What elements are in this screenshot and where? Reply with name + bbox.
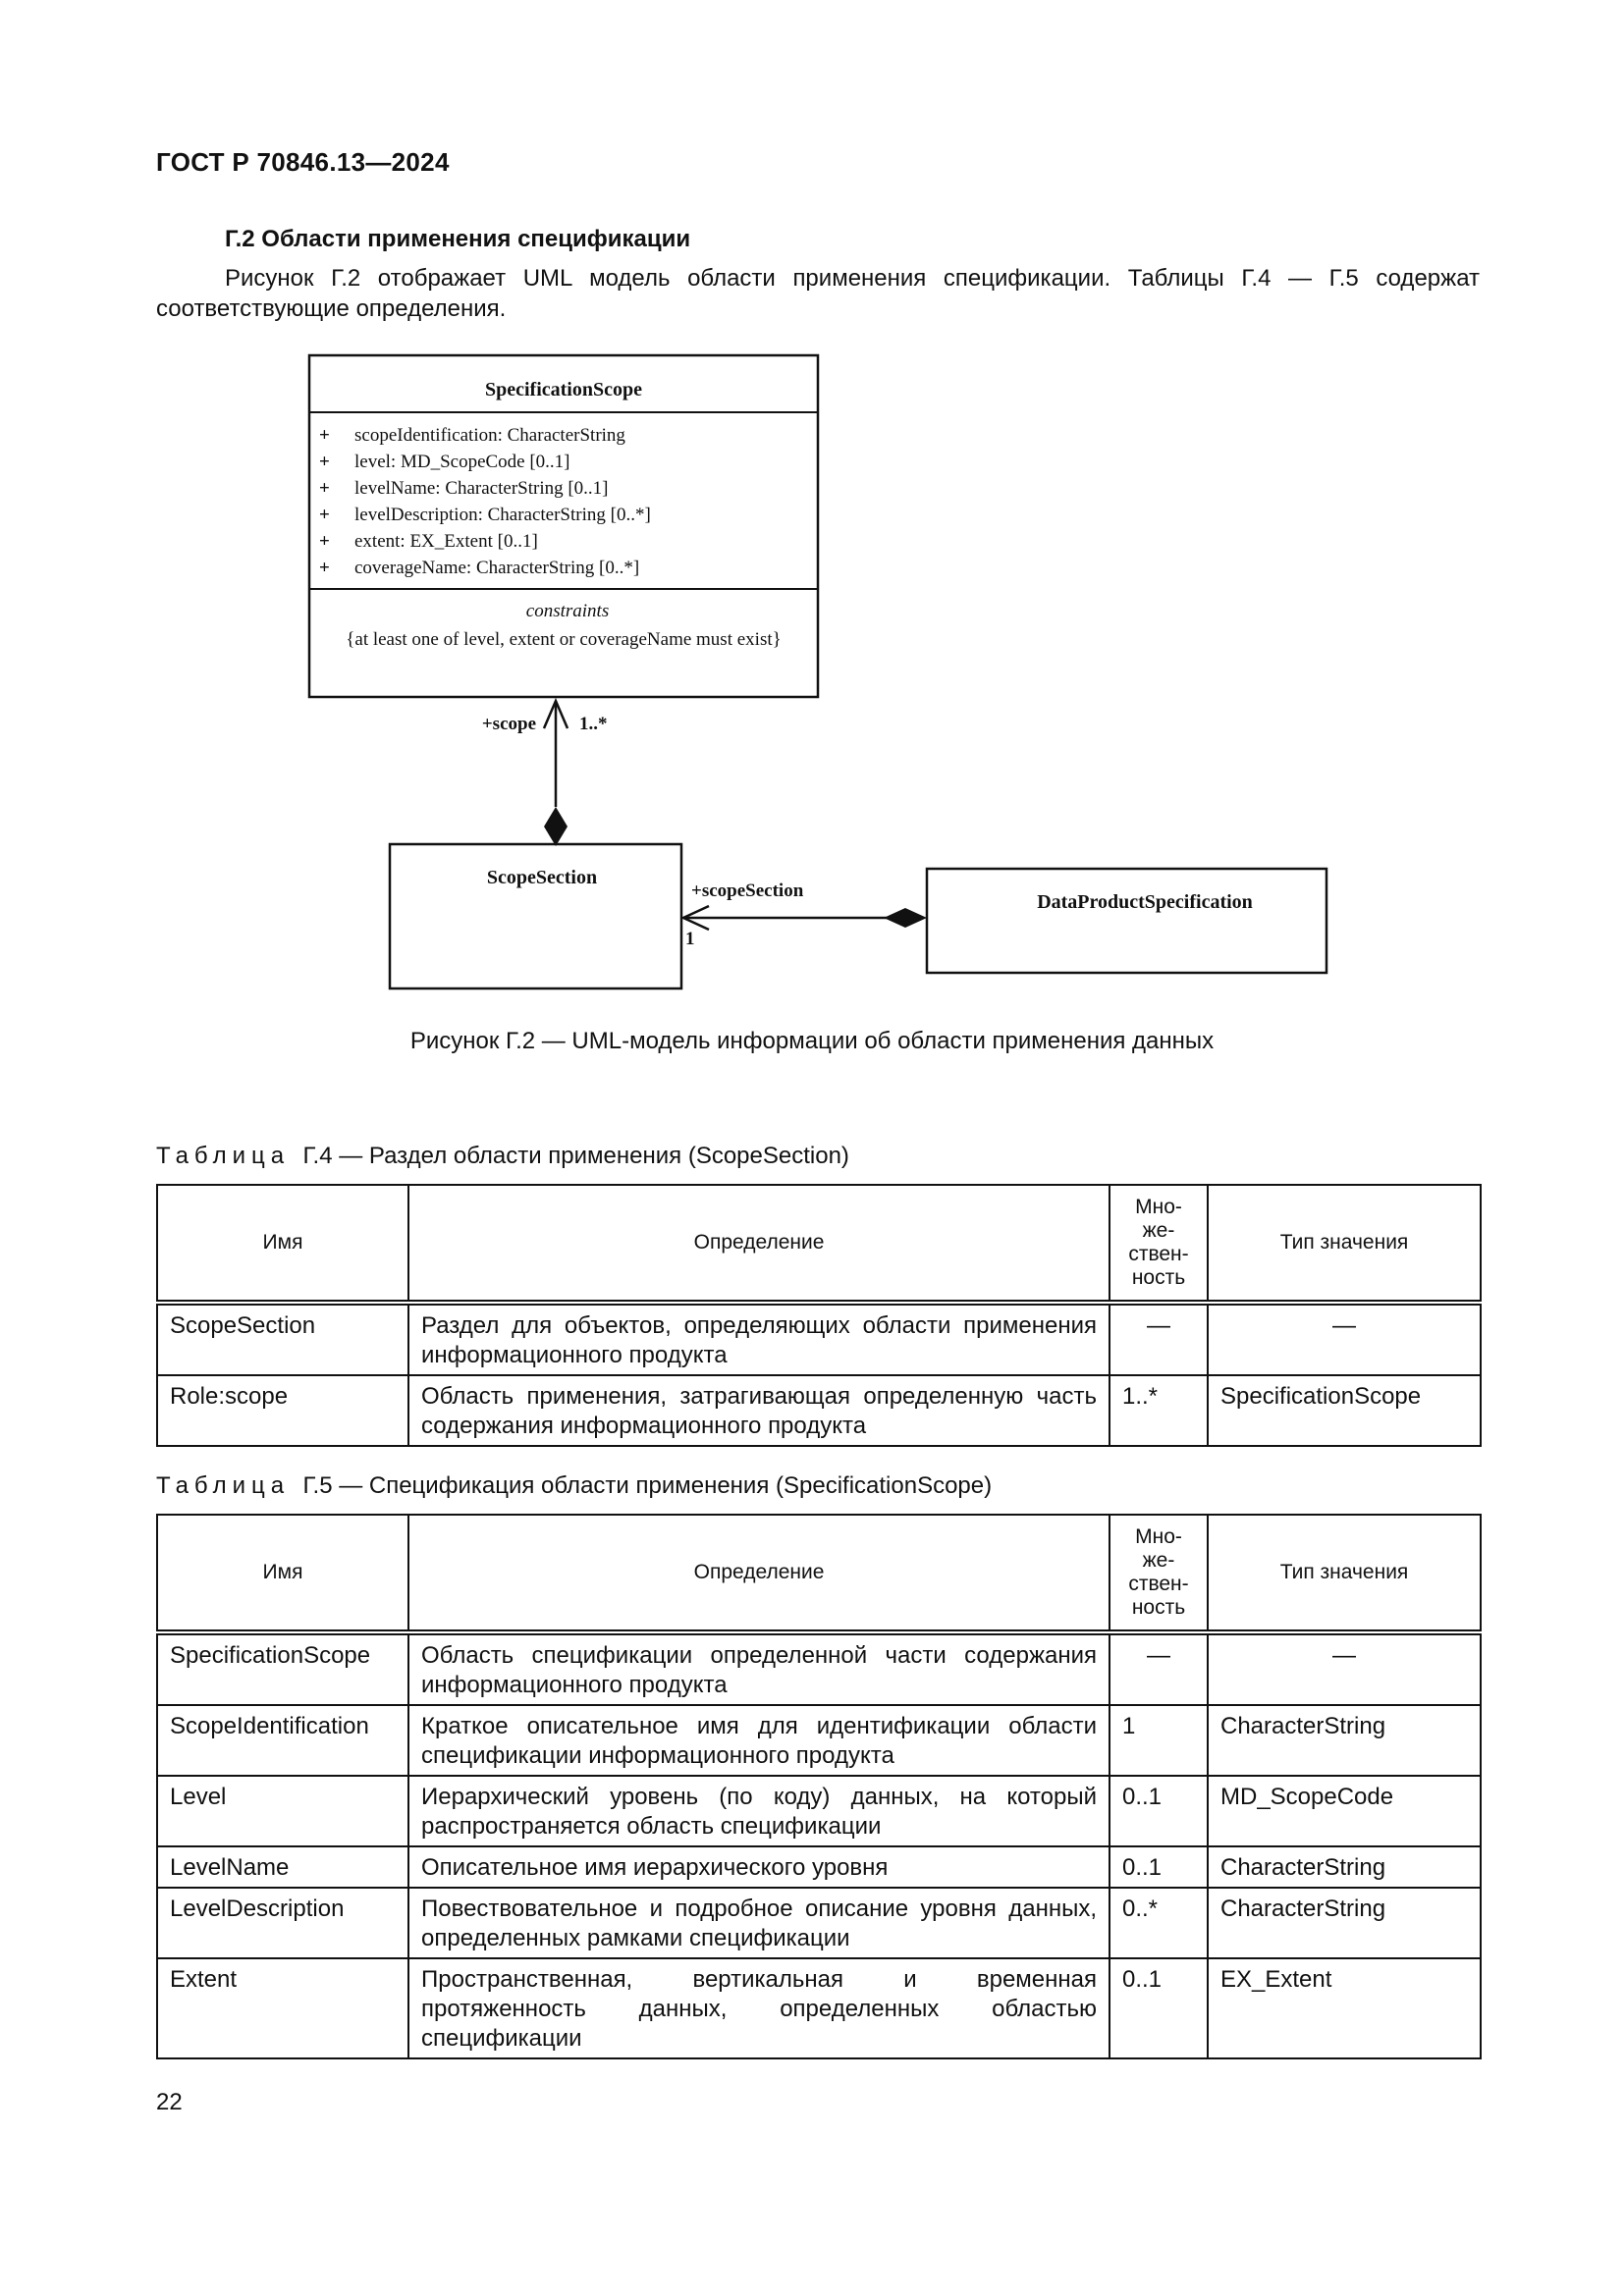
attribute-text: level: MD_ScopeCode [0..1] — [354, 452, 570, 472]
multiplicity-scope: 1..* — [579, 714, 608, 734]
table-row: Extent Пространственная, вертикальная и … — [156, 1957, 1482, 2059]
cell-name: ScopeSection — [156, 1302, 409, 1376]
table5-header-name: Имя — [156, 1514, 409, 1635]
constraints-label: constraints — [526, 601, 609, 621]
role-scope: +scope — [482, 714, 536, 734]
cell-definition: Пространственная, вертикальная и временн… — [407, 1957, 1110, 2059]
table5-caption-text: Г.5 — Спецификация области применения (S… — [302, 1472, 993, 1499]
cell-type: — — [1207, 1631, 1482, 1706]
attribute-text: scopeIdentification: CharacterString — [354, 425, 625, 446]
table-row: Level Иерархический уровень (по коду) да… — [156, 1775, 1482, 1847]
cell-multiplicity: 0..1 — [1109, 1845, 1209, 1889]
table4-header-definition: Определение — [407, 1184, 1110, 1306]
cell-definition: Область применения, затрагивающая опреде… — [407, 1374, 1110, 1447]
cell-multiplicity: 1..* — [1109, 1374, 1209, 1447]
page-number: 22 — [156, 2089, 183, 2115]
cell-multiplicity: — — [1109, 1302, 1209, 1376]
table4-caption-text: Г.4 — Раздел области применения (ScopeSe… — [302, 1143, 849, 1169]
table5: Имя Определение Мно- же- ствен- ность Ти… — [156, 1514, 1482, 2059]
composition-diamond-icon — [544, 807, 568, 846]
table-row: LevelName Описательное имя иерархическог… — [156, 1845, 1482, 1889]
arrowhead-icon — [542, 697, 569, 729]
cell-definition: Описательное имя иерархического уровня — [407, 1845, 1110, 1889]
cell-type: — — [1207, 1302, 1482, 1376]
cell-multiplicity: 1 — [1109, 1704, 1209, 1777]
table-row: ScopeSection Раздел для объектов, опреде… — [156, 1302, 1482, 1376]
section-title: Г.2 Области применения спецификации — [225, 226, 691, 252]
cell-name: Level — [156, 1775, 409, 1847]
table4-header-row: Имя Определение Мно- же- ствен- ность Ти… — [156, 1184, 1482, 1306]
table5-header-multiplicity: Мно- же- ствен- ность — [1109, 1514, 1209, 1635]
arrowhead-icon — [680, 904, 710, 932]
cell-definition: Иерархический уровень (по коду) данных, … — [407, 1775, 1110, 1847]
attribute-visibility: + — [319, 505, 330, 525]
table4-header-type: Тип значения — [1207, 1184, 1482, 1306]
table5-header-row: Имя Определение Мно- же- ствен- ность Ти… — [156, 1514, 1482, 1635]
table5-header-definition: Определение — [407, 1514, 1110, 1635]
cell-type: CharacterString — [1207, 1845, 1482, 1889]
document-code: ГОСТ Р 70846.13—2024 — [156, 147, 450, 177]
cell-name: SpecificationScope — [156, 1631, 409, 1706]
cell-type: MD_ScopeCode — [1207, 1775, 1482, 1847]
cell-definition: Краткое описательное имя для идентификац… — [407, 1704, 1110, 1777]
table-row: Role:scope Область применения, затрагива… — [156, 1374, 1482, 1447]
table-row: LevelDescription Повествовательное и под… — [156, 1887, 1482, 1959]
cell-name: Role:scope — [156, 1374, 409, 1447]
composition-diamond-icon — [884, 908, 927, 928]
attribute-text: levelName: CharacterString [0..1] — [354, 478, 609, 499]
cell-multiplicity: — — [1109, 1631, 1209, 1706]
cell-type: CharacterString — [1207, 1704, 1482, 1777]
class-name-data-product-specification: DataProductSpecification — [1037, 891, 1253, 913]
cell-definition: Повествовательное и подробное описание у… — [407, 1887, 1110, 1959]
section-intro: Рисунок Г.2 отображает UML модель област… — [156, 265, 1480, 322]
attribute-visibility: + — [319, 425, 330, 446]
association-scope-section: +scopeSection 1 — [680, 881, 927, 949]
attribute-visibility: + — [319, 452, 330, 472]
attribute-visibility: + — [319, 531, 330, 552]
attribute-text: levelDescription: CharacterString [0..*] — [354, 505, 651, 525]
class-data-product-specification: DataProductSpecification — [925, 867, 1328, 975]
class-name-scope-section: ScopeSection — [487, 867, 597, 888]
table4: Имя Определение Мно- же- ствен- ность Ти… — [156, 1184, 1482, 1447]
multiplicity-scope-section: 1 — [685, 929, 695, 949]
attribute-list: + scopeIdentification: CharacterString + le… — [319, 425, 651, 578]
class-specification-scope: SpecificationScope + scopeIdentification:… — [307, 353, 820, 699]
cell-definition: Область спецификации определенной части … — [407, 1631, 1110, 1706]
table5-caption: Таблица Г.5 — Спецификация области приме… — [156, 1472, 992, 1500]
attribute-visibility: + — [319, 558, 330, 578]
table4-caption-prefix: Таблица — [156, 1143, 291, 1169]
cell-definition: Раздел для объектов, определяющих област… — [407, 1302, 1110, 1376]
table4-header-name: Имя — [156, 1184, 409, 1306]
table4-header-multiplicity: Мно- же- ствен- ность — [1109, 1184, 1209, 1306]
table5-caption-prefix: Таблица — [156, 1472, 291, 1499]
attribute-visibility: + — [319, 478, 330, 499]
class-scope-section: ScopeSection — [388, 842, 683, 990]
cell-type: SpecificationScope — [1207, 1374, 1482, 1447]
cell-name: LevelName — [156, 1845, 409, 1889]
attribute-text: coverageName: CharacterString [0..*] — [354, 558, 639, 578]
cell-name: LevelDescription — [156, 1887, 409, 1959]
uml-diagram: SpecificationScope + scopeIdentification:… — [307, 353, 1328, 990]
table4-caption: Таблица Г.4 — Раздел области применения … — [156, 1143, 849, 1170]
cell-multiplicity: 0..* — [1109, 1887, 1209, 1959]
class-name-specification-scope: SpecificationScope — [485, 379, 642, 400]
table-row: ScopeIdentification Краткое описательное… — [156, 1704, 1482, 1777]
figure-caption: Рисунок Г.2 — UML-модель информации об о… — [409, 1028, 1215, 1054]
cell-multiplicity: 0..1 — [1109, 1957, 1209, 2059]
cell-multiplicity: 0..1 — [1109, 1775, 1209, 1847]
constraint-text: {at least one of level, extent or covera… — [346, 629, 781, 650]
cell-type: CharacterString — [1207, 1887, 1482, 1959]
cell-name: ScopeIdentification — [156, 1704, 409, 1777]
association-scope: +scope 1..* — [482, 697, 608, 846]
cell-name: Extent — [156, 1957, 409, 2059]
table5-header-type: Тип значения — [1207, 1514, 1482, 1635]
cell-type: EX_Extent — [1207, 1957, 1482, 2059]
table-row: SpecificationScope Область спецификации … — [156, 1631, 1482, 1706]
attribute-text: extent: EX_Extent [0..1] — [354, 531, 538, 552]
role-scope-section: +scopeSection — [691, 881, 804, 901]
